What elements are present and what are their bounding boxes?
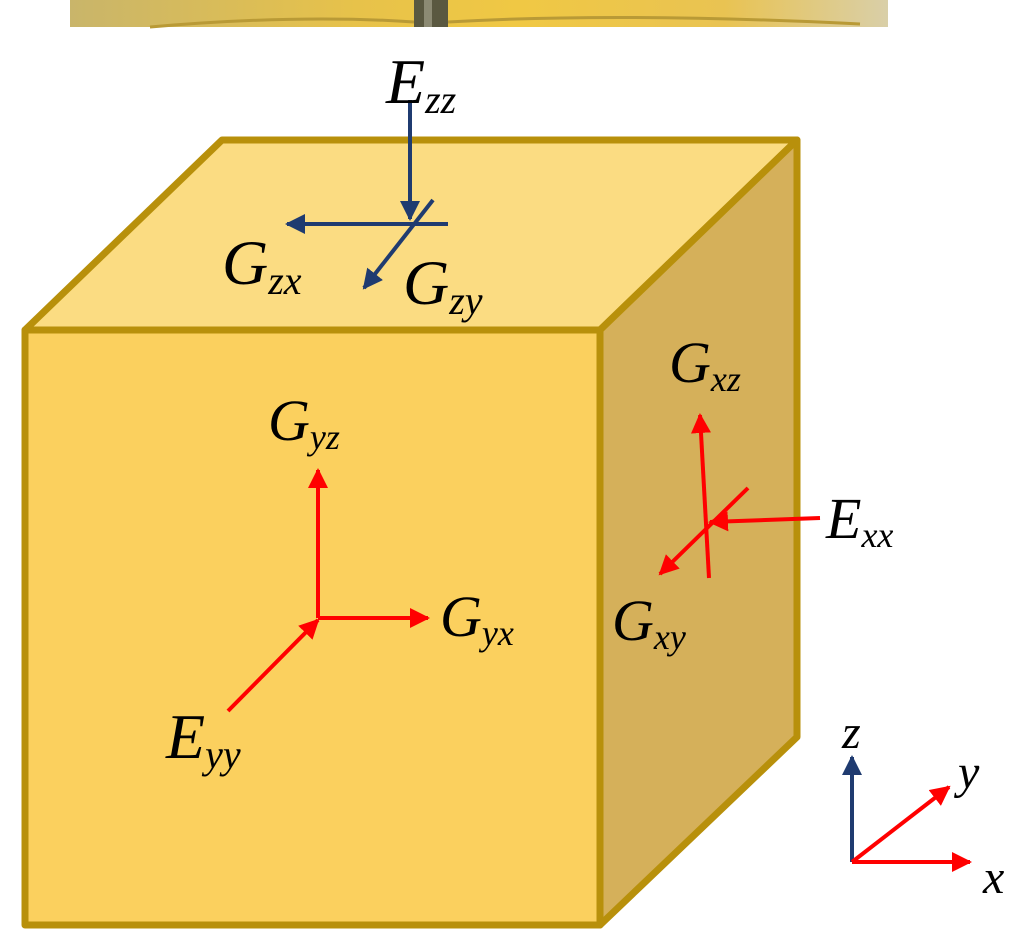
label-eyy: Eyy xyxy=(165,701,241,777)
y-axis-arrow xyxy=(850,785,951,864)
z-axis-label: z xyxy=(841,706,861,759)
label-gyz: Gyz xyxy=(268,388,340,457)
right-face-arrows xyxy=(658,413,821,579)
exx-arrow xyxy=(708,511,821,532)
photo-strip-rim xyxy=(149,17,415,29)
photo-strip-highlight xyxy=(424,0,432,27)
eyy-arrow xyxy=(226,618,320,713)
label-exx: Exx xyxy=(825,486,893,555)
top-face-arrows xyxy=(285,100,448,290)
front-face-arrows xyxy=(226,468,430,713)
label-gyx: Gyx xyxy=(440,584,514,653)
gzy-arrow xyxy=(362,198,435,290)
label-ezz: Ezz xyxy=(385,46,457,122)
x-axis-label: x xyxy=(982,851,1004,904)
coordinate-triad-icon: z y x xyxy=(841,706,1004,904)
gxy-arrow xyxy=(658,486,750,576)
label-gxy: Gxy xyxy=(612,588,686,657)
label-gxz: Gxz xyxy=(669,330,741,399)
label-gzx: Gzx xyxy=(222,227,302,303)
label-gzy: Gzy xyxy=(403,247,483,323)
y-axis-label: y xyxy=(953,746,980,799)
photo-strip-rim-right xyxy=(447,15,861,26)
photo-strip xyxy=(70,0,888,29)
gxz-arrow xyxy=(691,413,711,579)
